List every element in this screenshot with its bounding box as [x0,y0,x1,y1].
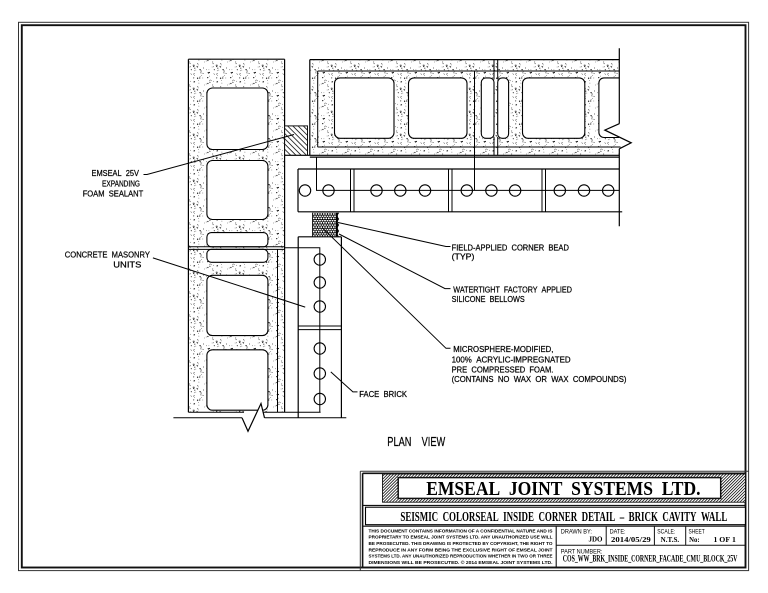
svg-text:(TYP): (TYP) [452,253,475,262]
svg-text:DRAWN BY:: DRAWN BY: [561,529,592,536]
svg-text:REPRODUCE IN ANY FORM BEING TH: REPRODUCE IN ANY FORM BEING THE EXCLUSIV… [369,547,553,552]
svg-text:No:: No: [689,536,700,544]
svg-text:FACE BRICK: FACE BRICK [359,390,407,399]
svg-text:2014/05/29: 2014/05/29 [611,536,651,544]
svg-text:PLAN VIEW: PLAN VIEW [387,434,445,449]
svg-text:WATERTIGHT FACTORY APPLIED: WATERTIGHT FACTORY APPLIED [453,285,572,294]
svg-text:FIELD-APPLIED CORNER BEAD: FIELD-APPLIED CORNER BEAD [452,244,569,253]
svg-text:COS_WW_BRK_INSIDE_CORNER_FACAD: COS_WW_BRK_INSIDE_CORNER_FACADE_CMU_BLOC… [563,554,738,564]
svg-text:SCALE:: SCALE: [657,529,675,536]
svg-text:EXPANDING: EXPANDING [102,179,140,188]
svg-text:PART NUMBER:: PART NUMBER: [561,548,603,555]
svg-text:EMSEAL 25V: EMSEAL 25V [92,169,140,178]
svg-text:SILICONE BELLOWS: SILICONE BELLOWS [452,295,525,304]
svg-text:SEISMIC COLORSEAL INSIDE CO: SEISMIC COLORSEAL INSIDE CORNER DETAIL –… [400,510,727,525]
svg-text:EMSEAL JOINT SYSTEMS LTD.: EMSEAL JOINT SYSTEMS LTD. [426,478,700,500]
svg-text:JDO: JDO [589,536,604,544]
svg-text:FOAM SEALANT: FOAM SEALANT [83,190,144,199]
svg-text:UNITS: UNITS [113,261,141,270]
svg-text:SHEET: SHEET [689,529,705,536]
svg-text:CONCRETE MASONRY: CONCRETE MASONRY [65,251,151,260]
svg-text:DATE:: DATE: [610,529,626,536]
svg-text:THIS DOCUMENT CONTAINS INFORMA: THIS DOCUMENT CONTAINS INFORMATION OF A … [369,528,553,533]
svg-text:SYSTEMS LTD. ANY UNAUTHORIZED: SYSTEMS LTD. ANY UNAUTHORIZED REPRODUCTI… [369,554,553,559]
svg-text:BE PROSECUTED. THIS DRAWING IS: BE PROSECUTED. THIS DRAWING IS PROTECTED… [369,541,553,546]
svg-text:100% ACRYLIC-IMPREGNATED: 100% ACRYLIC-IMPREGNATED [452,355,571,364]
svg-text:DIMENSIONS WILL BE PROSECUTED.: DIMENSIONS WILL BE PROSECUTED. © 2014 EM… [369,559,553,565]
svg-text:N.T.S.: N.T.S. [661,536,680,544]
svg-text:(CONTAINS NO WAX OR WAX C: (CONTAINS NO WAX OR WAX COMPOUNDS) [452,375,627,384]
svg-text:MICROSPHERE-MODIFIED,: MICROSPHERE-MODIFIED, [453,345,553,354]
svg-text:PROPRIETARY TO EMSEAL JOINT SY: PROPRIETARY TO EMSEAL JOINT SYSTEMS LTD.… [369,535,553,540]
svg-text:1 OF 1: 1 OF 1 [714,536,737,544]
svg-text:PRE COMPRESSED FOAM.: PRE COMPRESSED FOAM. [452,365,554,374]
